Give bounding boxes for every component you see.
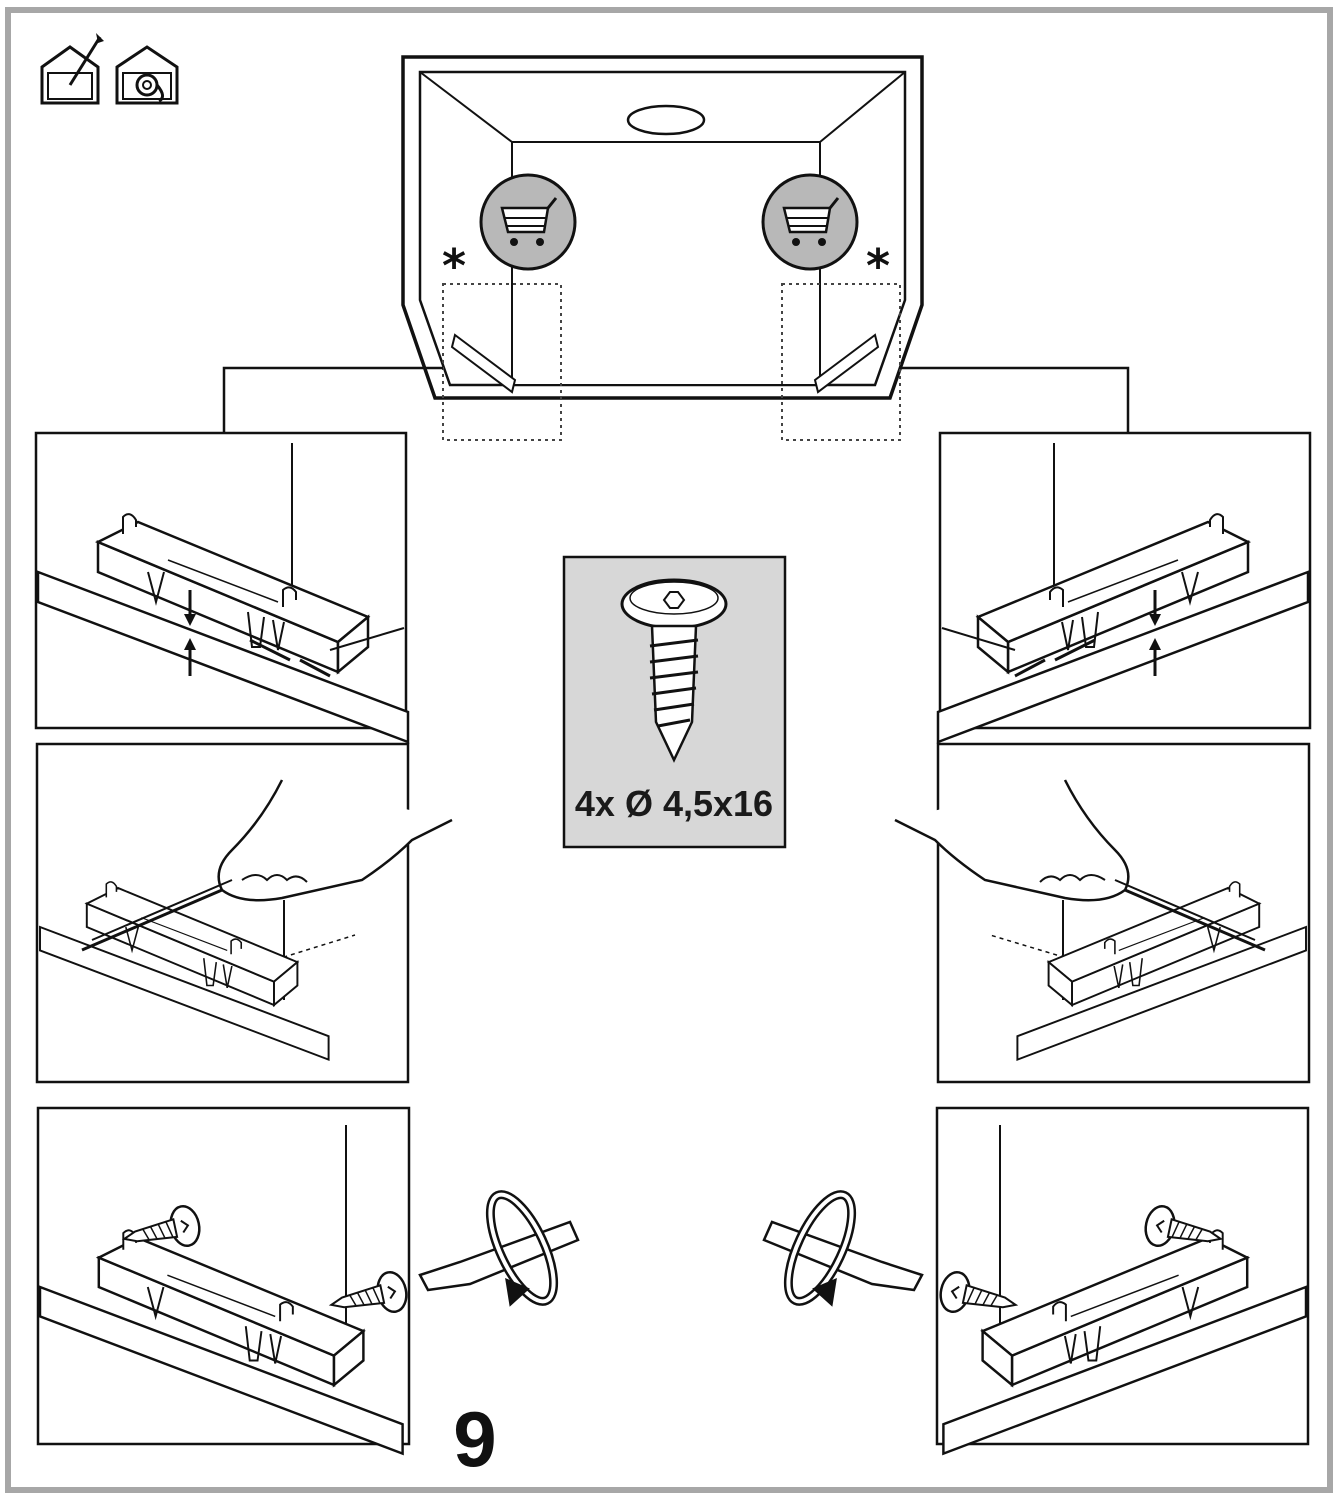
asterisk-left: *	[442, 239, 466, 293]
right-step-3-panel	[935, 1106, 1310, 1455]
house-with-screwdriver-icon	[40, 33, 104, 105]
shopping-cart-icon	[479, 173, 577, 271]
asterisk-right: *	[866, 239, 890, 293]
step-number: 9	[453, 1395, 496, 1483]
left-step-3-panel	[36, 1106, 412, 1455]
screwdriver-rotate-left	[418, 1186, 580, 1316]
house-with-cable-icon	[115, 45, 179, 105]
shopping-cart-icon	[761, 173, 859, 271]
detail-marker-left	[442, 283, 562, 441]
cabinet-overview	[222, 55, 1130, 441]
detail-marker-right	[781, 283, 901, 441]
screw-spec-box: 4x Ø 4,5x16	[562, 555, 787, 849]
right-step-1-panel	[936, 431, 1312, 744]
right-step-2-panel	[893, 742, 1311, 1084]
left-step-1-panel	[34, 431, 410, 744]
screwdriver-rotate-right	[762, 1186, 924, 1316]
left-step-2-panel	[35, 742, 454, 1084]
screw-spec-label: 4x Ø 4,5x16	[575, 783, 773, 824]
